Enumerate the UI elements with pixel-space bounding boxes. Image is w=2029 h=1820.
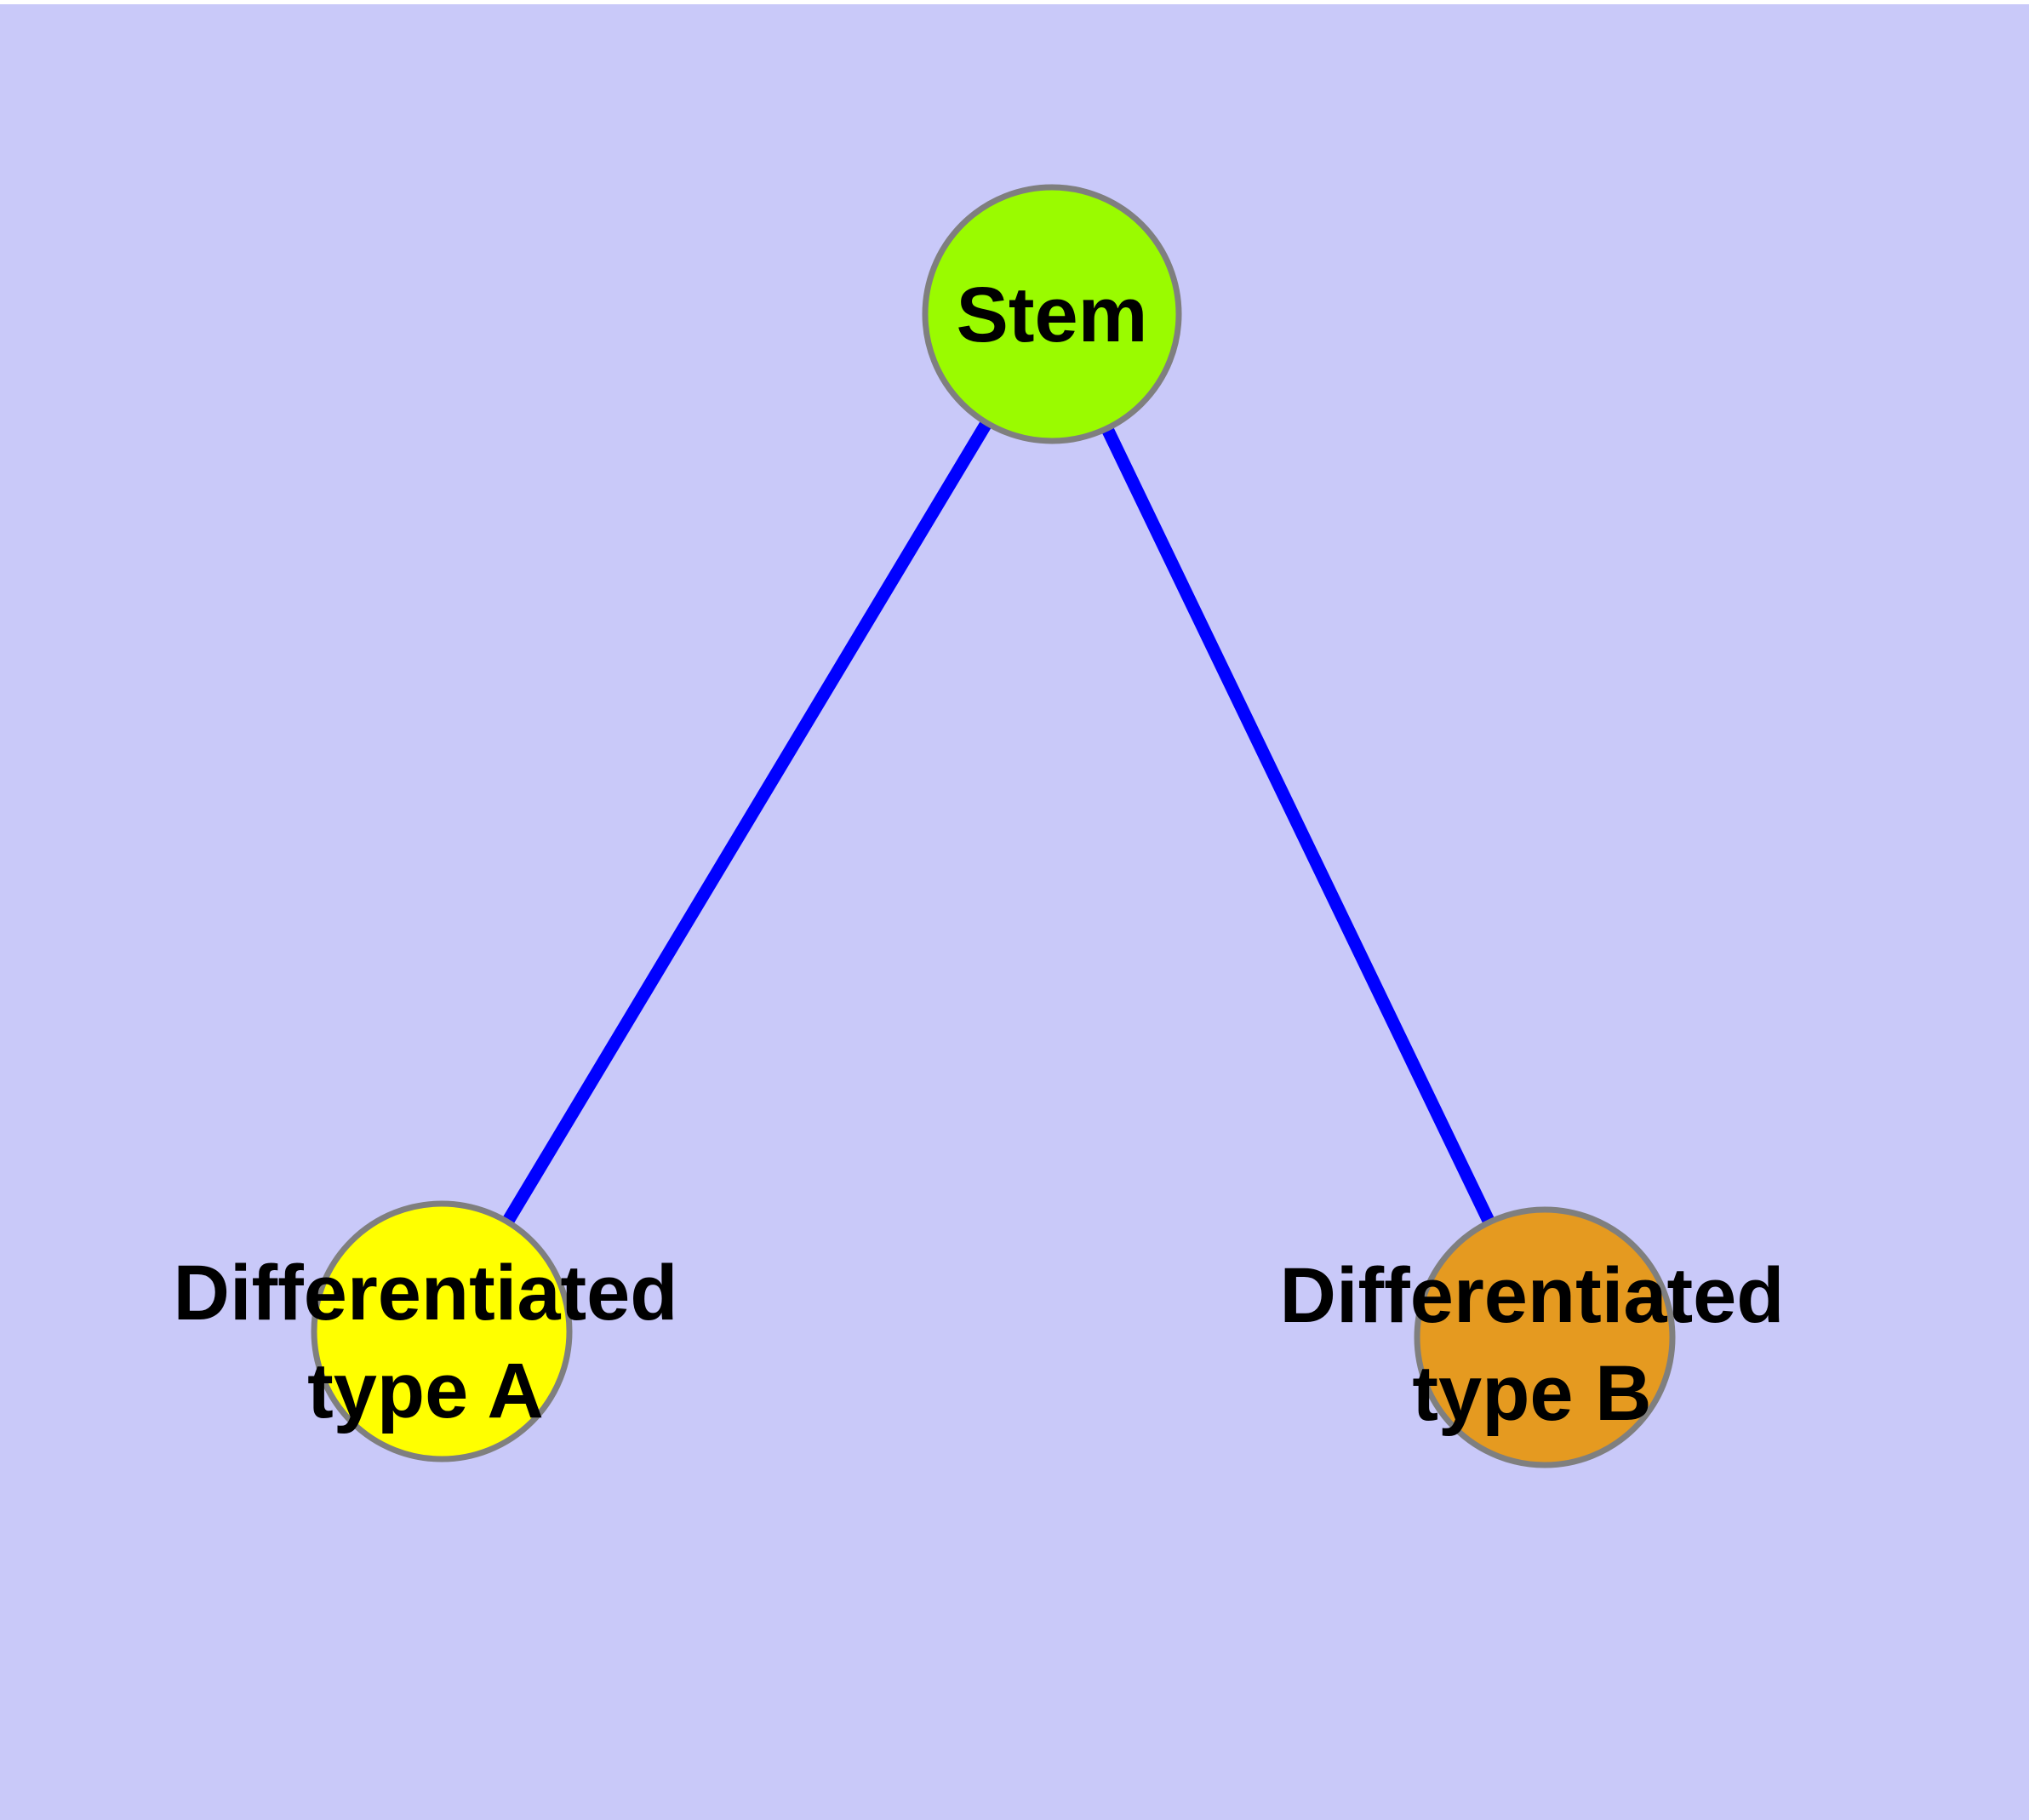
node-type-b-label-line1: Differentiated	[1280, 1252, 1785, 1339]
node-type-a-label-line1: Differentiated	[174, 1250, 678, 1336]
node-stem	[922, 184, 1182, 444]
edge-stem-to-type-a	[435, 307, 1059, 1338]
node-type-a-label-line2: type A	[307, 1348, 544, 1434]
node-differentiated-type-b	[1414, 1206, 1676, 1468]
node-stem-label: Stem	[957, 272, 1148, 358]
node-differentiated-type-a	[311, 1200, 573, 1462]
edge-stem-to-type-b	[1045, 307, 1552, 1344]
node-type-b-label-line2: type B	[1412, 1350, 1651, 1437]
